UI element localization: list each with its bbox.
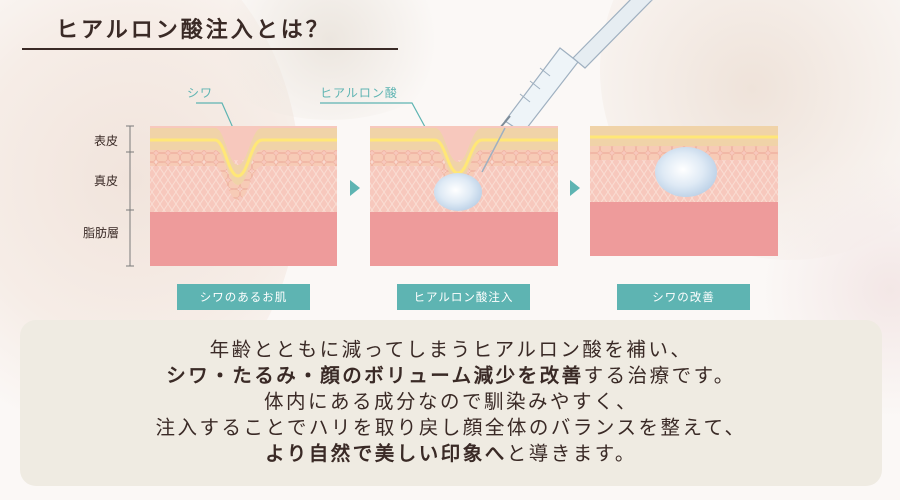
description-line-3: 体内にある成分なので馴染みやすく、 [263, 390, 638, 413]
caption-wrinkled-skin: シワのあるお肌 [177, 284, 310, 310]
panel-injection [370, 126, 558, 266]
description-line-5: より自然で美しい印象へと導きます。 [265, 442, 637, 465]
description-line-1: 年齢とともに減ってしまうヒアルロン酸を補い、 [209, 338, 693, 361]
wrinkle-callout-line [196, 102, 238, 138]
panel-improved [590, 126, 778, 256]
page-title: ヒアルロン酸注入とは？ [56, 18, 331, 43]
label-dermis: 真皮 [94, 174, 119, 188]
arrow-right-icon [570, 180, 580, 196]
panel-wrinkled-skin [150, 126, 337, 266]
layer-brackets [126, 125, 134, 267]
description-box [20, 320, 882, 486]
label-epidermis: 表皮 [94, 134, 119, 148]
description-line-2: シワ・たるみ・顔のボリューム減少を改善する治療です。 [166, 364, 736, 387]
caption-injection: ヒアルロン酸注入 [397, 284, 530, 310]
syringe-icon [499, 0, 653, 134]
description-line-4: 注入することでハリを取り戻し顔全体のバランスを整えて、 [155, 416, 747, 439]
callout-hyaluronic: ヒアルロン酸 [320, 86, 398, 100]
arrow-right-icon [350, 180, 360, 196]
label-fat: 脂肪層 [83, 226, 120, 240]
title-underline [22, 48, 398, 50]
caption-improved: シワの改善 [617, 284, 750, 310]
callout-wrinkle: シワ [187, 86, 214, 100]
skin-diagram [126, 0, 778, 267]
description-text: 年齢とともに減ってしまうヒアルロン酸を補い、 シワ・たるみ・顔のボリューム減少を… [20, 337, 882, 467]
